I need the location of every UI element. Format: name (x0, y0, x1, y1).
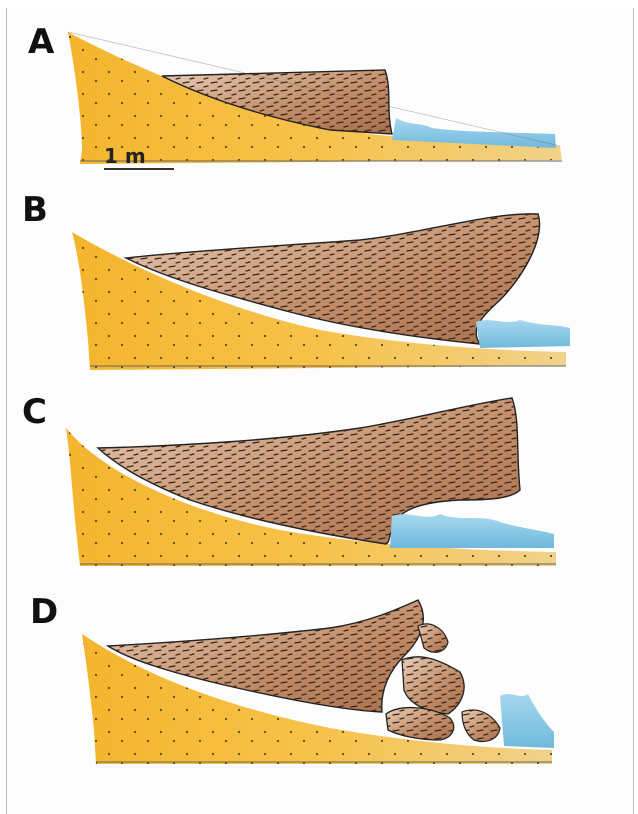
panel-c-scene (66, 398, 556, 566)
panel-d-water (500, 694, 554, 748)
panel-b-water (476, 320, 570, 348)
panel-d-scene (82, 600, 554, 764)
scale-bar-label: 1 m (104, 144, 146, 168)
scale-bar-line (104, 168, 174, 170)
panel-b-scene (72, 214, 570, 370)
panel-c-water (390, 514, 554, 548)
